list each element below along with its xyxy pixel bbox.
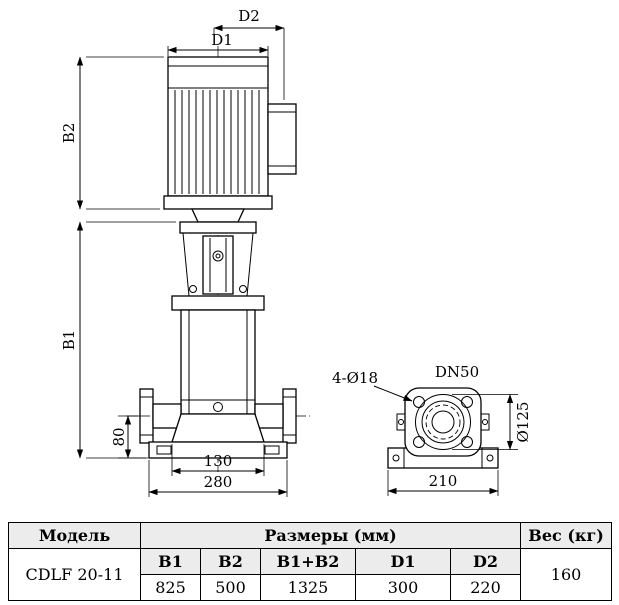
dim-label-80: 80 — [110, 427, 128, 446]
dimension-210: 210 — [387, 470, 499, 496]
subheader-b2: B2 — [200, 548, 261, 575]
dim-label-210: 210 — [429, 472, 458, 490]
flange-circles — [415, 394, 471, 450]
dimension-b2: B2 — [60, 56, 164, 210]
discharge-flange — [254, 388, 297, 444]
pump-top-view: 4-Ø18 DN50 Ø125 210 — [332, 363, 532, 496]
pump-barrel — [180, 309, 256, 415]
dimension-80: 80 — [110, 415, 150, 459]
mounting-plate — [396, 387, 490, 457]
dimension-flange-diameter: Ø125 — [452, 394, 532, 450]
dimension-d2: D2 — [213, 7, 285, 100]
dimension-d1: D1 — [167, 31, 269, 56]
cell-b1: 825 — [140, 574, 201, 601]
cell-d2: 220 — [449, 574, 522, 601]
cell-model: CDLF 20-11 — [8, 548, 141, 601]
nominal-bore-label: DN50 — [435, 363, 479, 381]
dimensions-table: Модель Размеры (мм) Вес (кг) CDLF 20-11 … — [8, 522, 613, 601]
header-weight: Вес (кг) — [520, 522, 613, 549]
subheader-d2: D2 — [449, 548, 522, 575]
pump-front-view: D2 D1 B2 B1 — [60, 7, 310, 497]
cell-b1-plus-b2: 1325 — [260, 574, 356, 601]
header-dimensions: Размеры (мм) — [139, 522, 522, 549]
dimension-b1: B1 — [60, 221, 176, 459]
dim-label-b2: B2 — [60, 123, 78, 144]
subheader-b1: B1 — [140, 548, 201, 575]
dim-label-d1: D1 — [211, 31, 233, 49]
dimension-130: 130 — [171, 444, 265, 476]
cell-d1: 300 — [355, 574, 451, 601]
dim-label-b1: B1 — [60, 330, 78, 351]
motor — [163, 56, 273, 210]
bolt-holes-callout: 4-Ø18 — [332, 369, 413, 402]
flange-diameter-label: Ø125 — [514, 402, 532, 443]
header-model: Модель — [8, 522, 141, 549]
subheader-b1-plus-b2: B1+B2 — [260, 548, 356, 575]
cell-b2: 500 — [200, 574, 261, 601]
dimension-280: 280 — [148, 460, 288, 497]
dim-label-280: 280 — [204, 473, 233, 491]
table-subheader-row: CDLF 20-11 B1 B2 B1+B2 D1 D2 160 — [8, 548, 613, 601]
pump-technical-drawing: D2 D1 B2 B1 — [60, 7, 532, 497]
subheader-d1: D1 — [355, 548, 451, 575]
dim-label-d2: D2 — [238, 7, 260, 25]
bolt-holes-label: 4-Ø18 — [332, 369, 378, 387]
table-values-row: 825 500 1325 300 220 — [9, 574, 612, 601]
table-header-row: Модель Размеры (мм) Вес (кг) — [8, 522, 613, 549]
terminal-box — [267, 103, 297, 175]
dim-label-130: 130 — [204, 452, 233, 470]
pump-head — [171, 208, 265, 311]
pump-base — [148, 413, 288, 459]
cell-weight: 160 — [520, 548, 613, 601]
